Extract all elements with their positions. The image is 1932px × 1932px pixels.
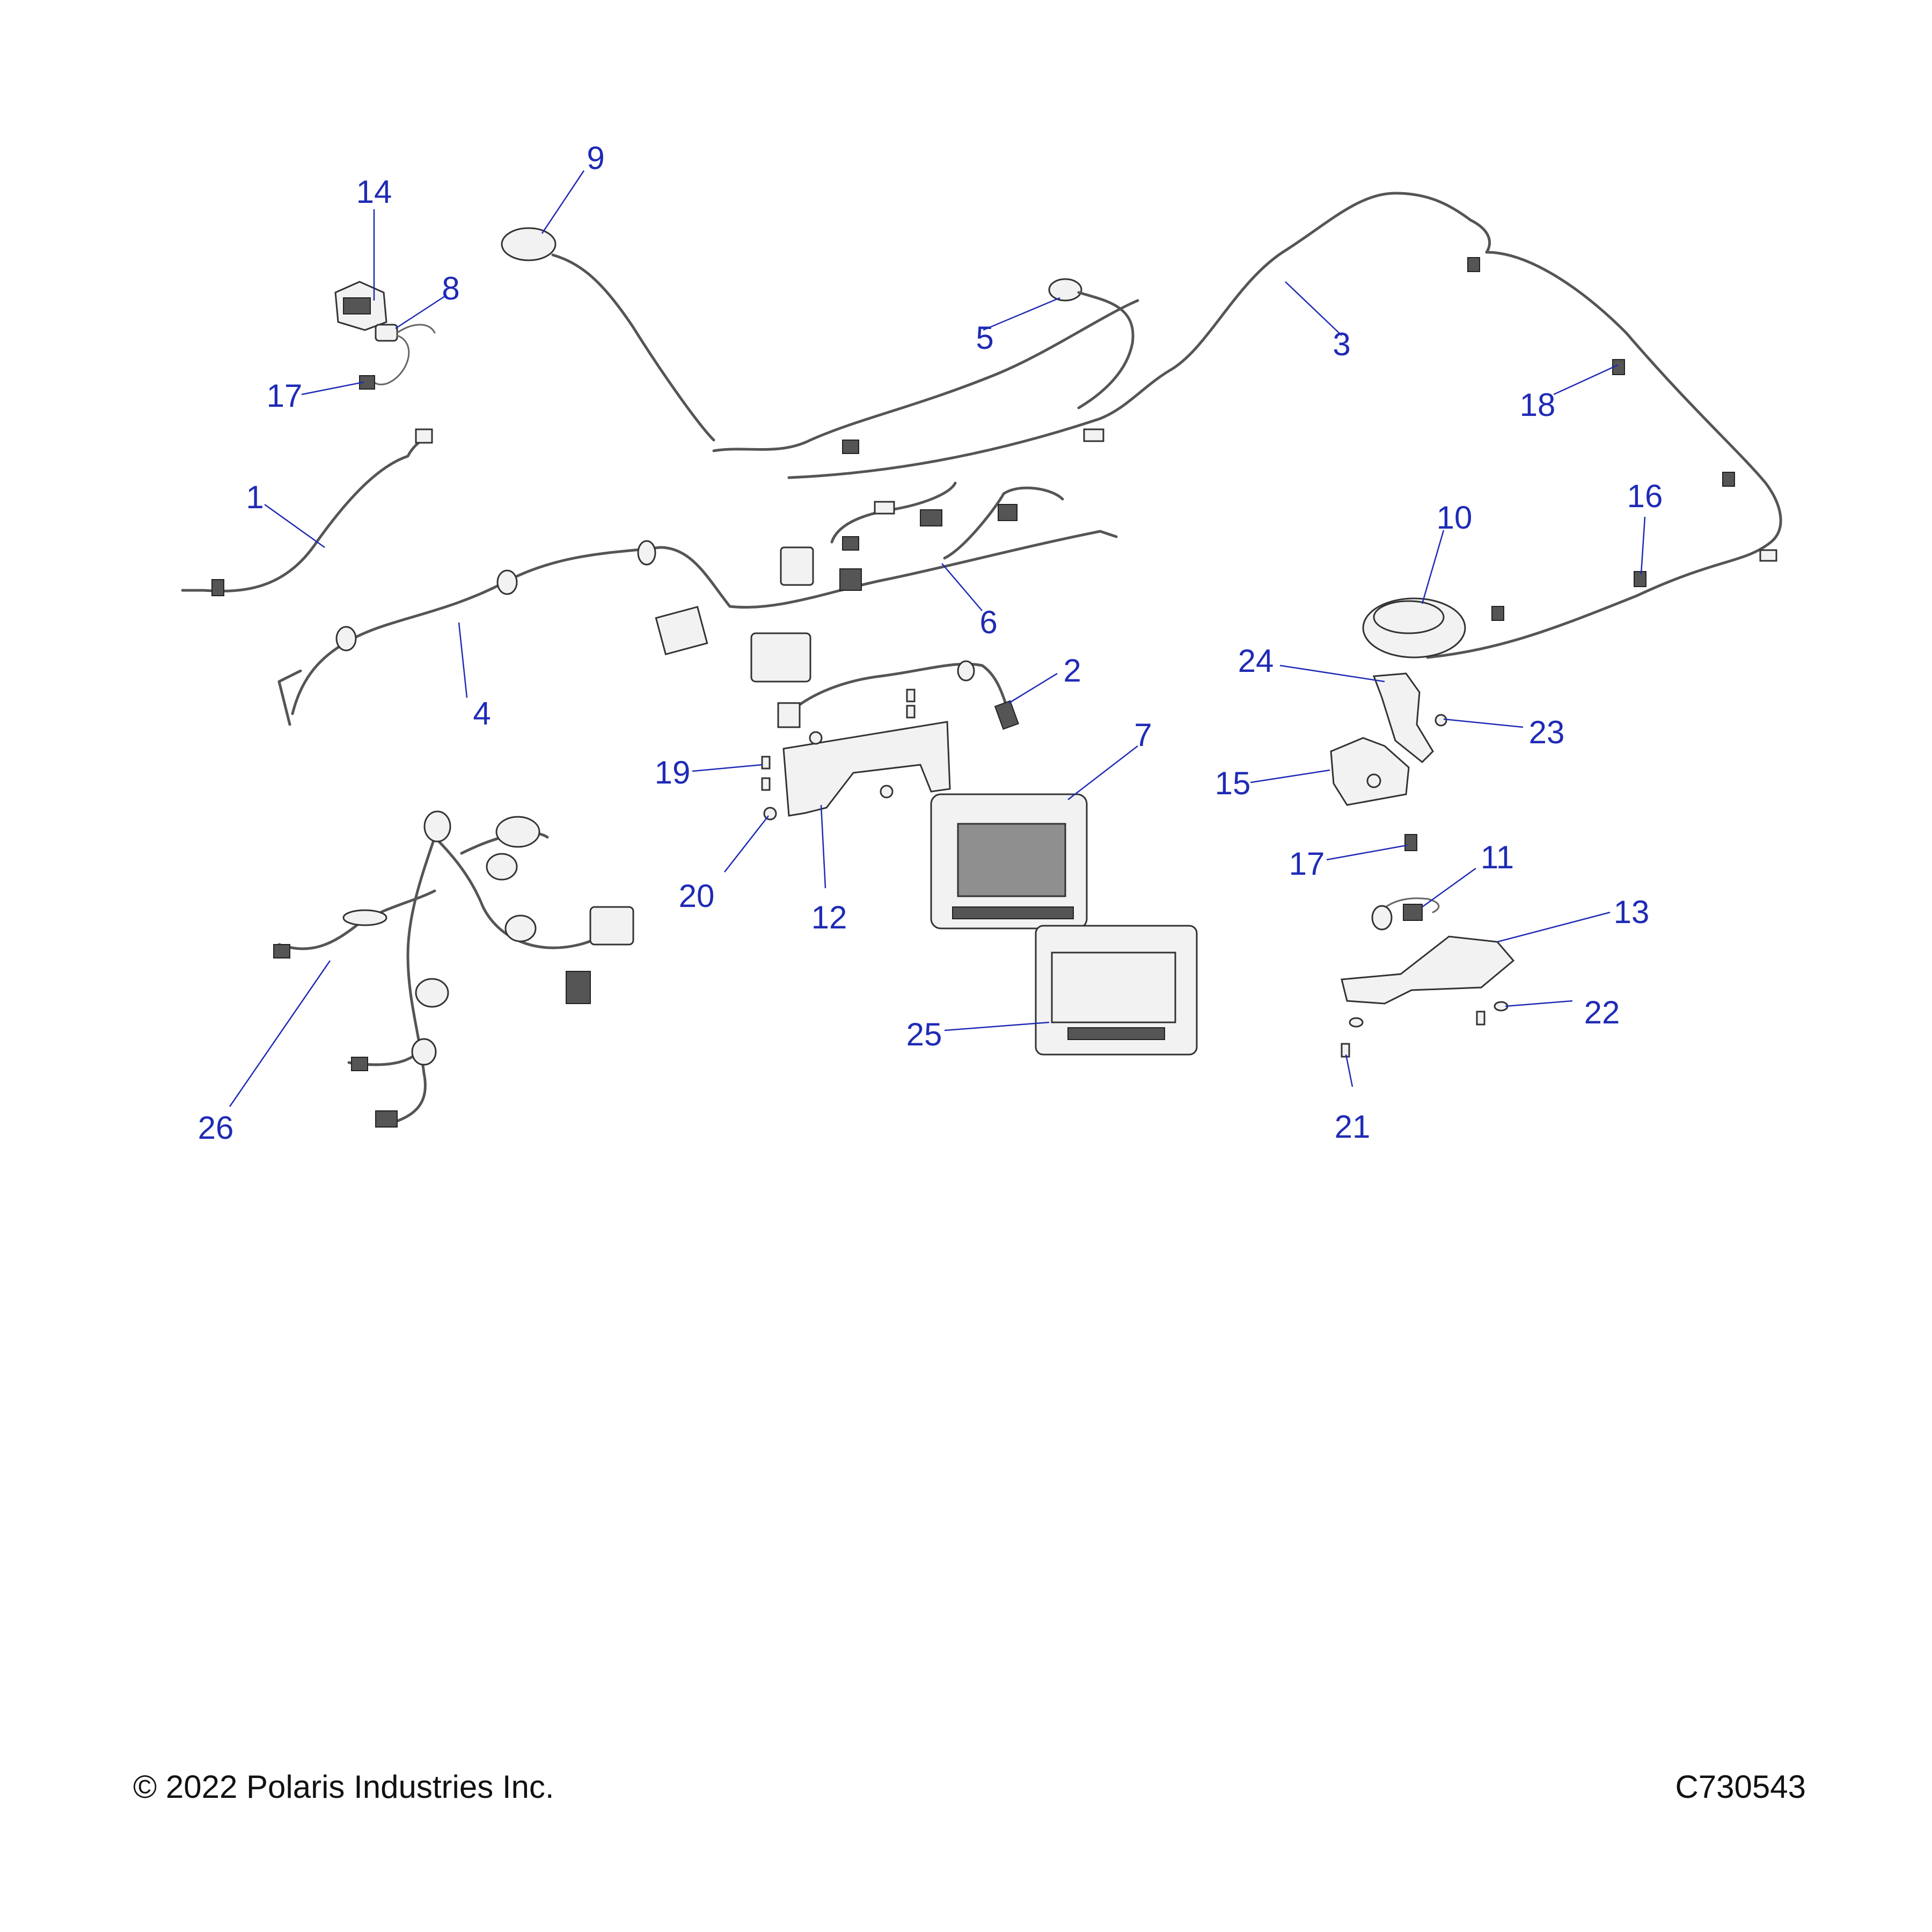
callout-24: 24 <box>1238 643 1274 679</box>
callout-18: 18 <box>1520 387 1556 423</box>
part-26-harness <box>273 810 634 1128</box>
part-4-harness <box>277 540 731 726</box>
part-17-clip-right <box>1404 834 1417 851</box>
callout-19: 19 <box>655 755 691 791</box>
callout-8: 8 <box>442 270 459 306</box>
part-15-camera <box>1330 737 1410 806</box>
part-9-antenna <box>501 227 715 442</box>
callout-13: 13 <box>1614 894 1650 930</box>
part-13-bracket <box>1341 935 1515 1005</box>
callout-10: 10 <box>1437 500 1473 536</box>
callout-14: 14 <box>356 174 392 210</box>
screw-icon <box>1476 1011 1485 1026</box>
callout-9: 9 <box>587 140 604 176</box>
part-1-harness <box>181 428 433 596</box>
clip-icon <box>1722 472 1735 487</box>
callout-4: 4 <box>473 696 491 731</box>
part-6-harness <box>655 299 1139 683</box>
part-19-screws <box>761 689 916 791</box>
part-12-bracket <box>782 721 951 817</box>
washer-icon <box>1349 1017 1364 1028</box>
callout-25: 25 <box>906 1016 942 1052</box>
part-8-sensor <box>371 324 436 385</box>
nut-icon <box>880 785 894 799</box>
part-24-bracket <box>1372 672 1434 764</box>
part-23-nut <box>1435 714 1447 727</box>
part-10-speaker <box>1362 597 1466 658</box>
callout-5: 5 <box>976 320 993 356</box>
drawing-number: C730543 <box>1675 1769 1806 1805</box>
callout-23: 23 <box>1529 714 1565 750</box>
part-5-antenna <box>1048 278 1135 409</box>
part-11-sensor <box>1371 897 1440 931</box>
nut-icon <box>809 731 823 745</box>
callout-6: 6 <box>979 604 997 640</box>
part-3-harness <box>787 192 1782 659</box>
clip-icon <box>1491 606 1504 621</box>
callout-11: 11 <box>1481 839 1514 875</box>
part-20-nut <box>763 807 777 821</box>
callout-15: 15 <box>1215 765 1251 801</box>
callout-numbers: 9 14 8 17 1 4 5 3 18 10 16 6 2 24 23 7 1… <box>198 140 1663 1146</box>
part-2-harness <box>777 660 1019 730</box>
callout-26: 26 <box>198 1110 234 1146</box>
callout-20: 20 <box>679 878 715 914</box>
callout-22: 22 <box>1584 994 1620 1030</box>
leader-lines <box>229 170 1646 1107</box>
callout-12: 12 <box>811 899 847 935</box>
callout-3: 3 <box>1333 326 1350 362</box>
part-16-clip <box>1634 571 1646 587</box>
callout-16: 16 <box>1627 478 1663 514</box>
part-21-screw <box>1341 1043 1350 1058</box>
part-7-display <box>930 793 1088 930</box>
part-25-bezel <box>1035 925 1198 1056</box>
callout-21: 21 <box>1335 1109 1371 1145</box>
callout-17-right: 17 <box>1289 846 1325 882</box>
copyright-text: © 2022 Polaris Industries Inc. <box>133 1769 554 1805</box>
clip-icon <box>1467 257 1480 272</box>
part-14-switch <box>334 281 387 331</box>
callout-7: 7 <box>1134 717 1152 753</box>
callout-2: 2 <box>1063 653 1081 689</box>
callout-17-top: 17 <box>267 378 303 414</box>
callout-1: 1 <box>246 479 264 515</box>
